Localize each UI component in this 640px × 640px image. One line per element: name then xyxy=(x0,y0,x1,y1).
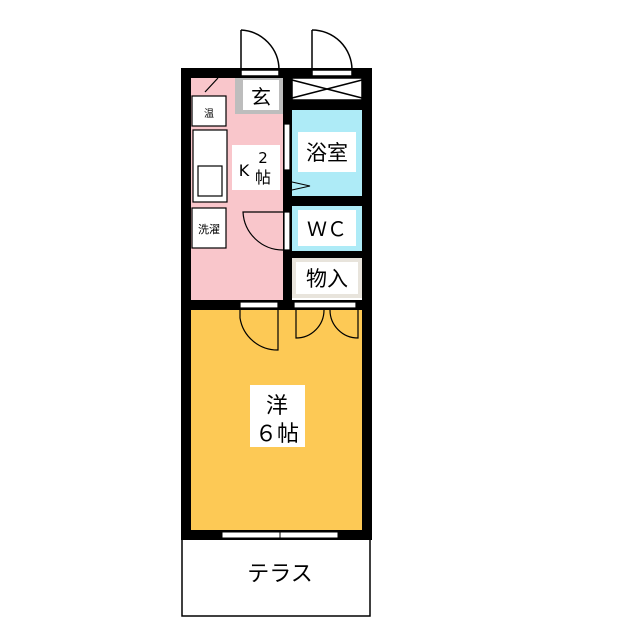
water-heater-label: 温 xyxy=(204,108,214,120)
bath-door-swing xyxy=(291,181,311,191)
western-room-door[interactable] xyxy=(239,310,279,351)
storage-label: 物入 xyxy=(306,267,348,291)
bath-label: 浴室 xyxy=(306,141,348,165)
terrace-area xyxy=(181,537,371,617)
kitchen-size: 2 xyxy=(258,149,268,167)
western-room-size: ６帖 xyxy=(255,422,299,447)
kitchen-unit: 帖 xyxy=(255,168,271,187)
bath-door[interactable] xyxy=(283,123,291,171)
closet-door-frame xyxy=(293,301,357,309)
wc-label-bg xyxy=(298,210,356,246)
shoe-cabinet xyxy=(194,78,204,94)
stove-icon xyxy=(197,165,223,197)
storage-label-bg xyxy=(296,262,358,294)
laundry-label: 洗濯 xyxy=(198,223,220,236)
kitchen-door-swing xyxy=(242,211,284,251)
laundry-space xyxy=(191,207,227,249)
kitchen-label: K xyxy=(239,161,250,180)
meter-box-door xyxy=(291,29,363,101)
terrace-label: テラス xyxy=(247,562,313,587)
room-door-frame xyxy=(239,301,279,309)
western-label-bg xyxy=(250,385,305,447)
wc-label: ＷＣ xyxy=(307,217,347,241)
terrace-window xyxy=(221,530,339,540)
genkan-label-bg xyxy=(243,80,279,110)
shoe-cabinet-line xyxy=(204,77,219,93)
kitchen-label-bg xyxy=(232,145,280,190)
western-room-label: 洋 xyxy=(266,394,288,419)
entrance-door[interactable] xyxy=(240,29,280,77)
wc-door[interactable] xyxy=(283,211,291,251)
closet-door-left[interactable] xyxy=(295,309,325,339)
bath-label-bg xyxy=(298,132,356,172)
closet-door-right[interactable] xyxy=(329,309,359,339)
genkan-label: 玄 xyxy=(251,85,271,109)
water-heater xyxy=(191,95,227,127)
